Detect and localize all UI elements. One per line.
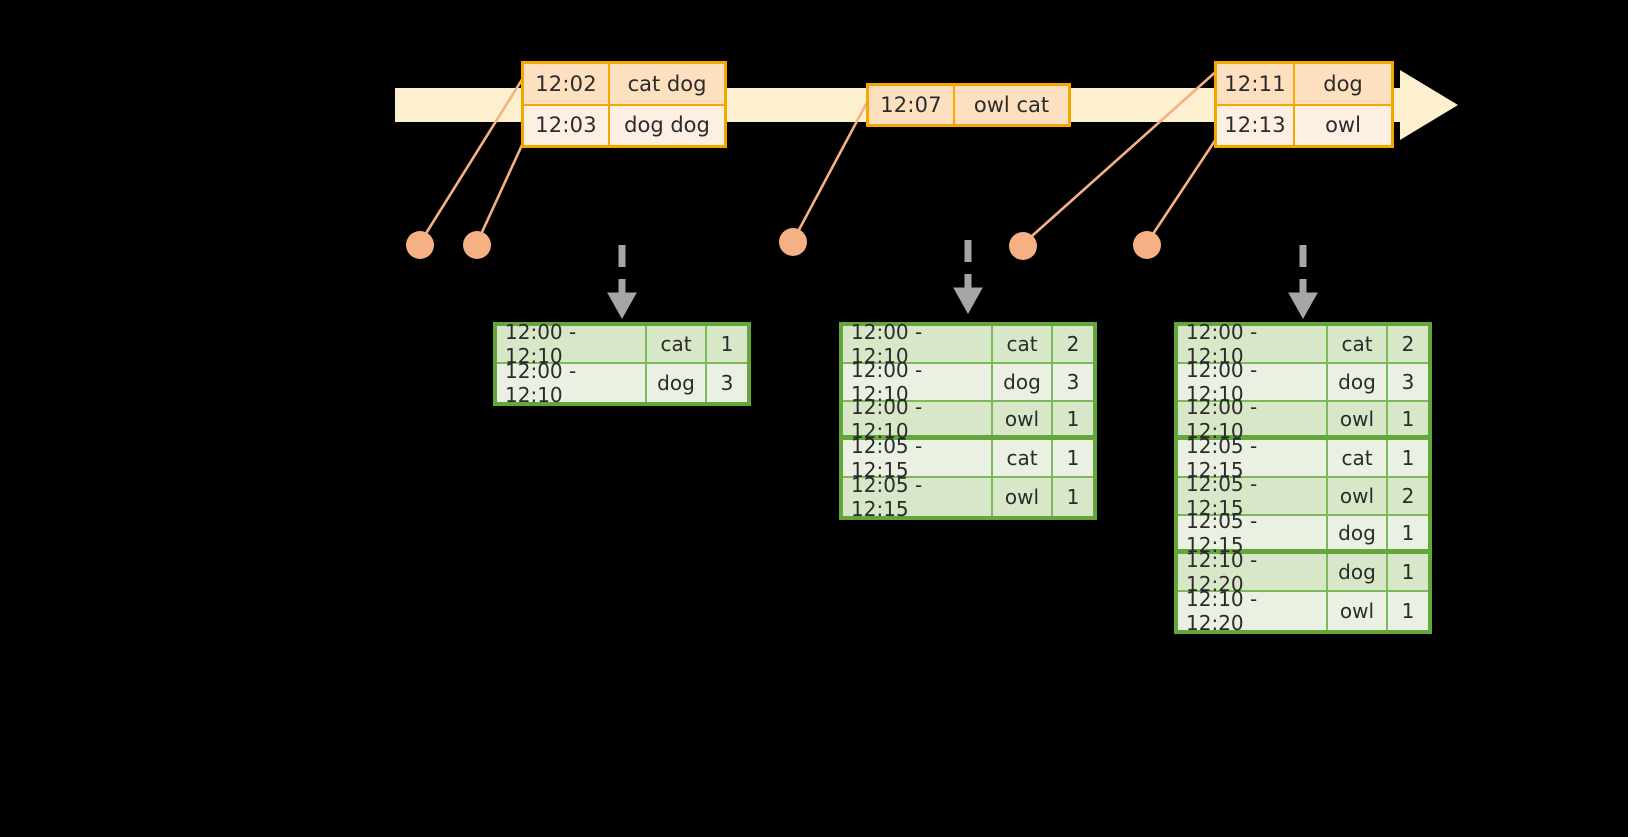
event-words: dog: [1323, 71, 1363, 96]
flow-arrow-1: [607, 245, 637, 320]
cell-window: 12:00 - 12:10: [497, 359, 647, 407]
table-row[interactable]: 12:00 - 12:10 cat 2: [1178, 320, 1428, 368]
cell-key: dog: [647, 364, 707, 402]
event-words: dog dog: [624, 113, 710, 138]
cell-key: owl: [1328, 592, 1388, 630]
connector-dot: [406, 231, 434, 259]
cell-count: 2: [1066, 332, 1080, 356]
cell-window: 12:05 - 12:15: [1178, 434, 1328, 482]
cell-count: 3: [1401, 370, 1415, 394]
cell-window: 12:05 - 12:15: [1178, 509, 1328, 557]
table-row[interactable]: 12:00 - 12:10 owl 1: [1178, 395, 1428, 443]
cell-window: 12:05 - 12:15: [843, 473, 993, 521]
cell-count: 2: [1401, 484, 1415, 508]
cell-key: owl: [993, 478, 1053, 516]
flow-arrow-2: [953, 240, 983, 315]
event-words: owl cat: [973, 93, 1050, 117]
cell-key: dog: [1328, 516, 1388, 549]
event-words: owl: [1325, 113, 1361, 138]
table-row[interactable]: 12:05 - 12:15 owl 1: [843, 473, 1093, 521]
connector-dots: [406, 228, 1161, 260]
table-row[interactable]: 12:00 - 12:10 dog 3: [497, 359, 747, 407]
connector-dot: [1009, 232, 1037, 260]
cell-key: dog: [1328, 364, 1388, 400]
cell-window: 12:00 - 12:10: [843, 320, 993, 368]
table-row[interactable]: 12:00 - 12:10 dog 3: [843, 358, 1093, 406]
cell-key: owl: [1328, 402, 1388, 435]
event-time: 12:13: [1217, 105, 1295, 145]
event-row[interactable]: 12:07 owl cat: [869, 86, 1068, 124]
cell-window: 12:00 - 12:10: [1178, 320, 1328, 368]
flow-arrows: [607, 240, 1318, 320]
cell-count: 1: [720, 332, 734, 356]
aggregate-table-3[interactable]: 12:00 - 12:10 cat 2 12:00 - 12:10 dog 3 …: [1174, 320, 1432, 635]
event-group-2[interactable]: 12:07 owl cat: [866, 83, 1071, 127]
cell-count: 1: [1066, 446, 1080, 470]
aggregate-table-1[interactable]: 12:00 - 12:10 cat 1 12:00 - 12:10 dog 3: [493, 320, 751, 407]
cell-key: owl: [1328, 478, 1388, 514]
aggregate-table-2[interactable]: 12:00 - 12:10 cat 2 12:00 - 12:10 dog 3 …: [839, 320, 1097, 521]
event-time: 12:02: [524, 64, 610, 104]
cell-window: 12:10 - 12:20: [1178, 548, 1328, 596]
event-row[interactable]: 12:03 dog dog: [524, 103, 724, 145]
table-row[interactable]: 12:05 - 12:15 owl 2: [1178, 472, 1428, 520]
flow-arrow-3: [1288, 245, 1318, 320]
cell-key: owl: [993, 402, 1053, 435]
event-group-3[interactable]: 12:11 dog 12:13 owl: [1214, 61, 1394, 148]
cell-window: 12:00 - 12:10: [497, 320, 647, 368]
event-time: 12:07: [869, 86, 955, 124]
cell-count: 1: [1401, 406, 1415, 431]
event-row[interactable]: 12:13 owl: [1217, 103, 1391, 145]
cell-count: 3: [1066, 370, 1080, 394]
cell-count: 2: [1401, 332, 1415, 356]
cell-key: dog: [1328, 554, 1388, 590]
table-row[interactable]: 12:10 - 12:20 owl 1: [1178, 587, 1428, 635]
cell-count: 3: [720, 371, 734, 395]
table-row[interactable]: 12:00 - 12:10 owl 1: [843, 395, 1093, 443]
cell-key: dog: [993, 364, 1053, 400]
table-row[interactable]: 12:05 - 12:15 cat 1: [1178, 434, 1428, 482]
cell-window: 12:10 - 12:20: [1178, 587, 1328, 635]
event-row[interactable]: 12:02 cat dog: [524, 64, 724, 104]
cell-key: cat: [1328, 326, 1388, 362]
connector-dot: [779, 228, 807, 256]
cell-key: cat: [993, 326, 1053, 362]
connector-dot: [1133, 231, 1161, 259]
cell-count: 1: [1401, 446, 1415, 470]
connector-dot: [463, 231, 491, 259]
cell-window: 12:05 - 12:15: [843, 434, 993, 482]
cell-count: 1: [1401, 599, 1415, 623]
event-group-1[interactable]: 12:02 cat dog 12:03 dog dog: [521, 61, 727, 148]
cell-key: cat: [993, 440, 1053, 476]
event-time: 12:03: [524, 105, 610, 145]
table-row[interactable]: 12:00 - 12:10 cat 1: [497, 320, 747, 368]
cell-count: 1: [1401, 520, 1415, 545]
cell-window: 12:00 - 12:10: [1178, 395, 1328, 443]
table-row[interactable]: 12:00 - 12:10 cat 2: [843, 320, 1093, 368]
cell-count: 1: [1066, 485, 1080, 509]
cell-key: cat: [1328, 440, 1388, 476]
event-row[interactable]: 12:11 dog: [1217, 64, 1391, 104]
cell-key: cat: [647, 326, 707, 362]
table-row[interactable]: 12:05 - 12:15 cat 1: [843, 434, 1093, 482]
event-words: cat dog: [627, 71, 707, 96]
cell-count: 1: [1401, 560, 1415, 584]
table-row[interactable]: 12:05 - 12:15 dog 1: [1178, 509, 1428, 557]
event-time: 12:11: [1217, 64, 1295, 104]
cell-count: 1: [1066, 406, 1080, 431]
cell-window: 12:00 - 12:10: [843, 395, 993, 443]
